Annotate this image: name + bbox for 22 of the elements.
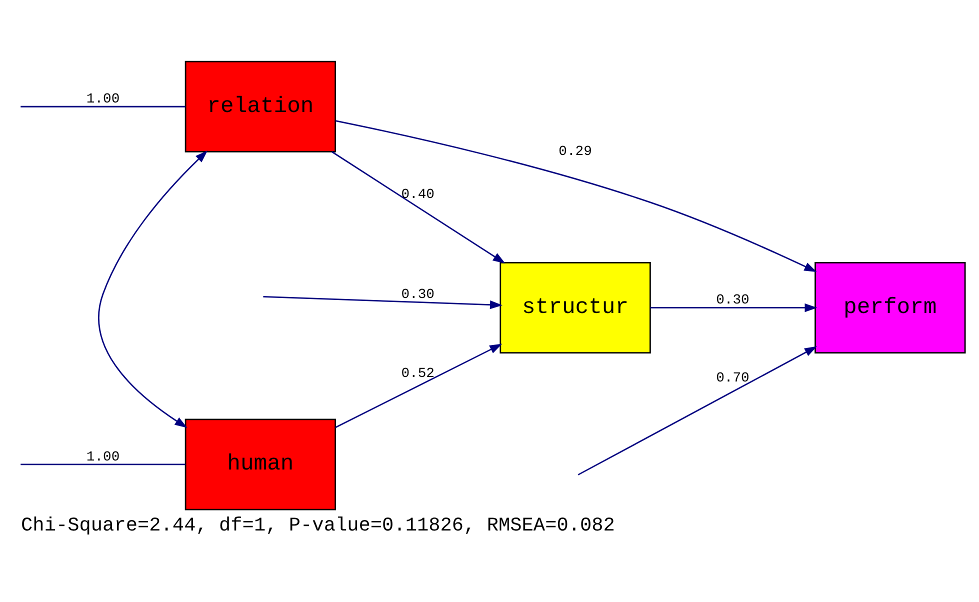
arrow — [334, 343, 502, 428]
edge-label: 0.29 — [558, 144, 592, 160]
arrow — [577, 346, 817, 475]
arrow — [262, 296, 502, 309]
edge-label: 0.40 — [400, 186, 434, 203]
connector — [20, 463, 185, 465]
edge-label: 1.00 — [86, 448, 120, 465]
caption: Chi-Square=2.44, df=1, P-value=0.11826, RMSEA=0.082 — [20, 514, 614, 536]
node-box: perform — [814, 261, 966, 354]
node-box: human — [184, 418, 336, 510]
arrow — [650, 302, 817, 312]
arrow — [98, 150, 208, 428]
edge-label: 0.30 — [716, 292, 749, 308]
arrow — [334, 120, 816, 272]
arrow — [331, 150, 505, 264]
node-box: relation — [184, 60, 336, 152]
edge-label: 1.00 — [86, 90, 120, 107]
connector — [20, 105, 185, 107]
edge-label: 0.52 — [400, 366, 434, 382]
edge-label: 0.70 — [716, 370, 749, 386]
node-box: structur — [499, 261, 650, 354]
edge-label: 0.30 — [400, 286, 434, 303]
